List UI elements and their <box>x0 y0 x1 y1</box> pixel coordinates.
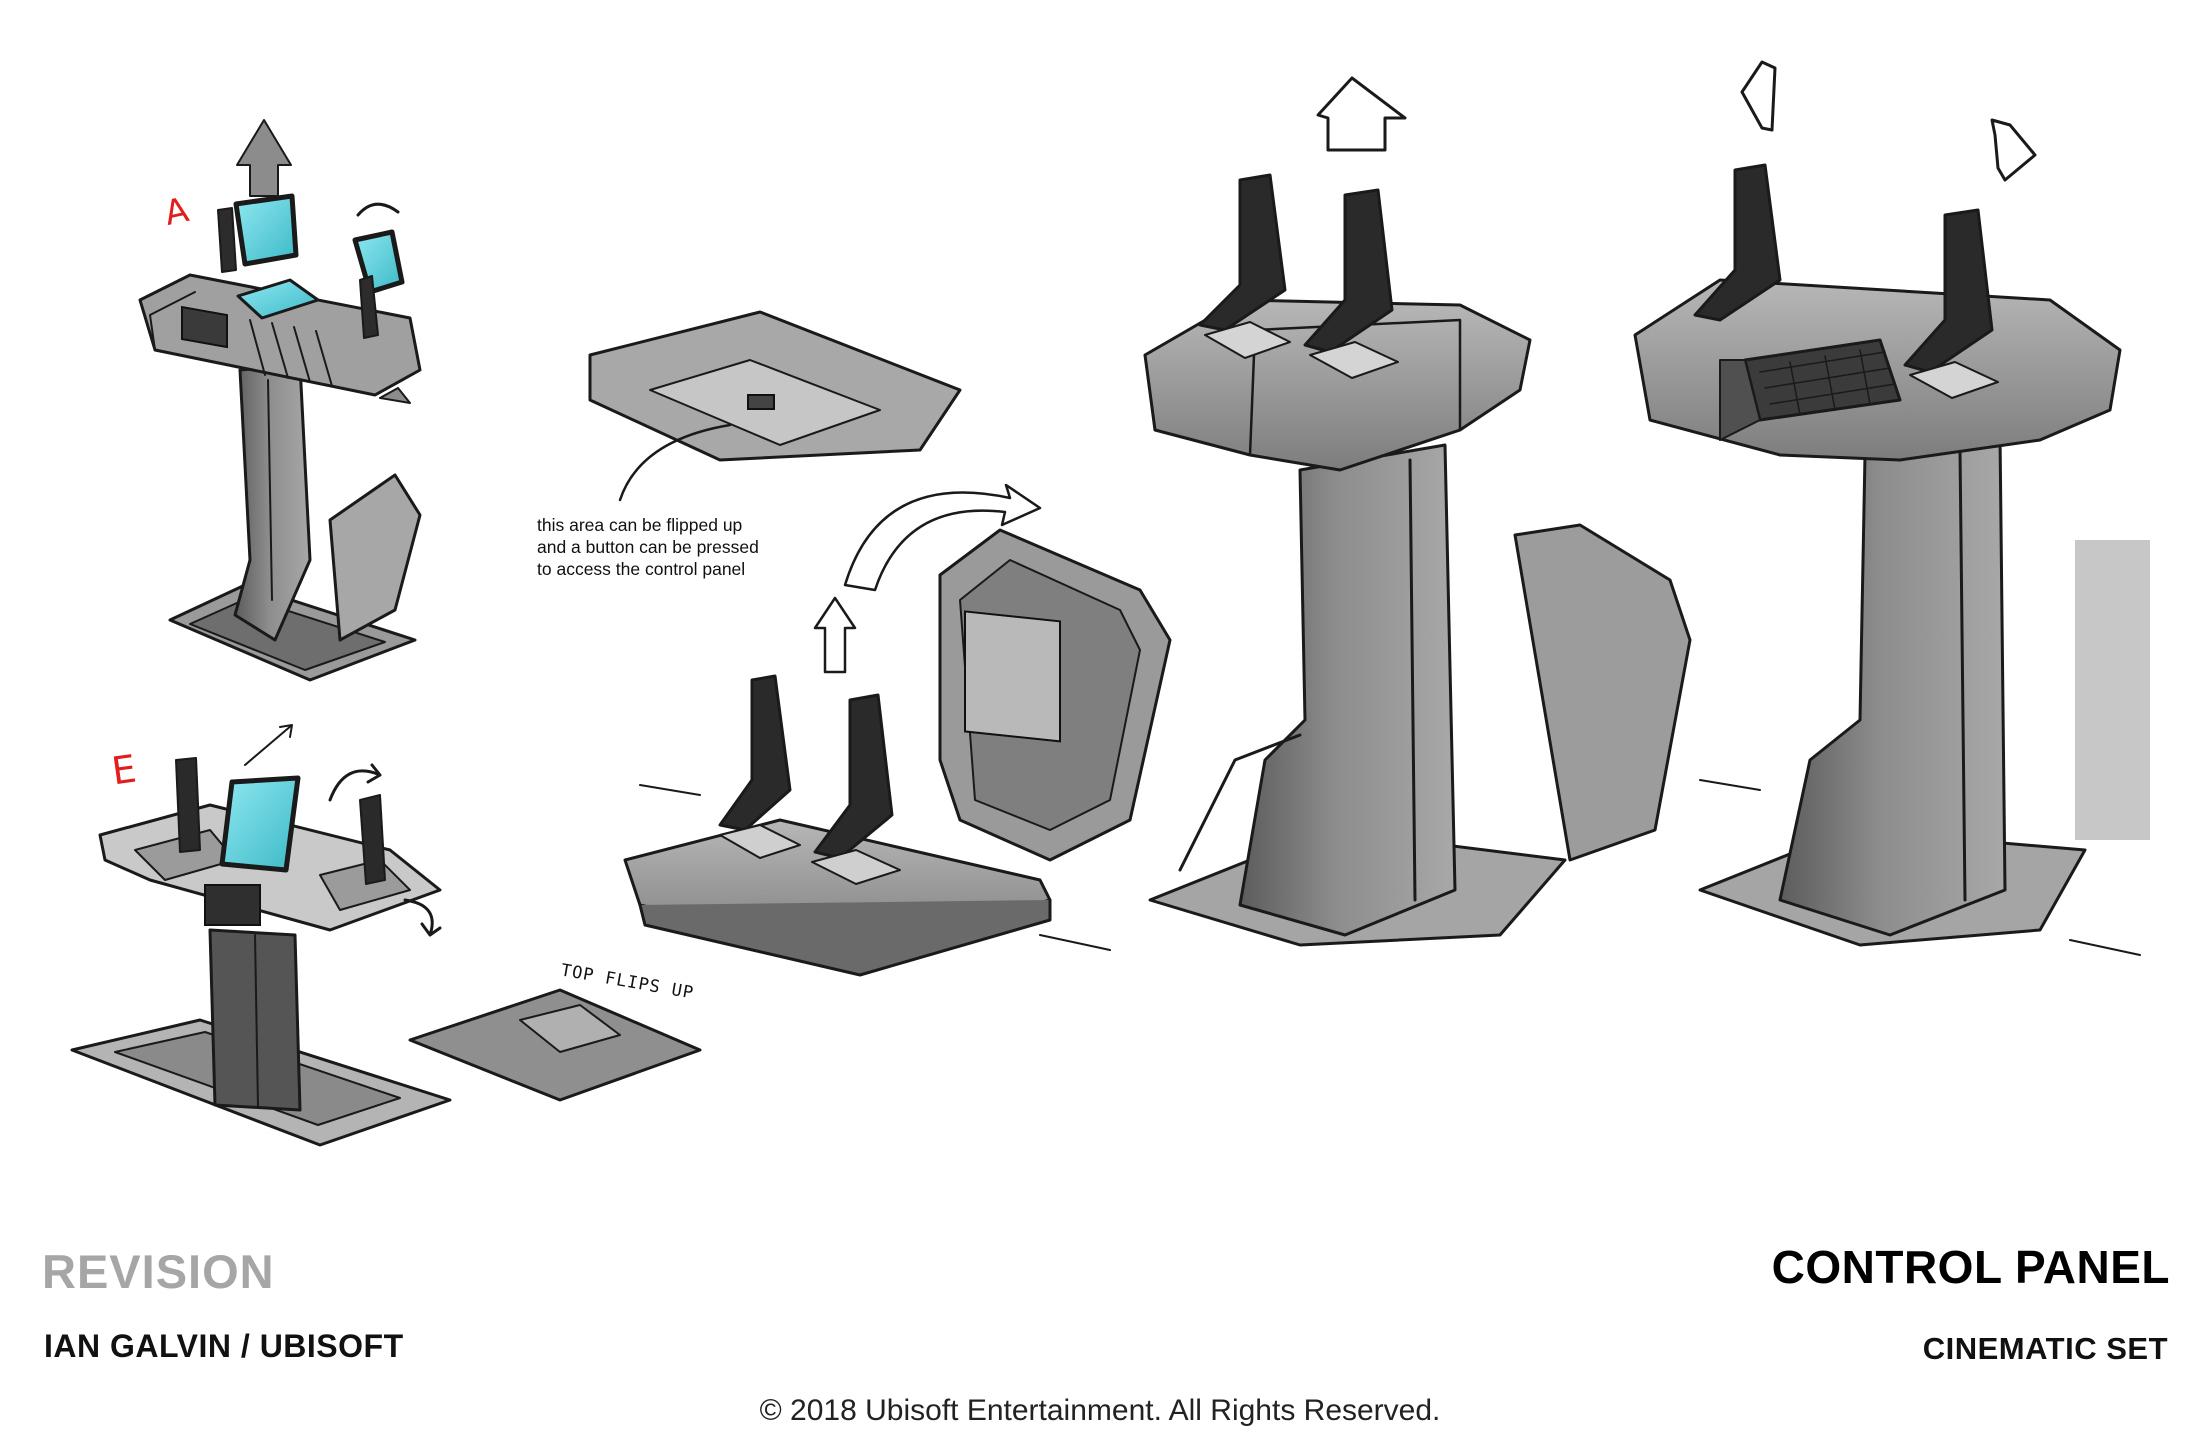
copyright-notice: © 2018 Ubisoft Entertainment. All Rights… <box>759 1394 1441 1427</box>
rotate-left-icon <box>328 763 382 802</box>
rotate-arrow-icon <box>356 202 400 217</box>
lift-arrow-icon <box>813 596 857 674</box>
up-arrow-icon <box>236 119 292 197</box>
right-arrow-outline-icon <box>1990 118 2037 182</box>
flip-annotation-line: to access the control panel <box>537 559 746 579</box>
main-screen <box>233 193 299 267</box>
variant-a-sketch <box>138 119 422 682</box>
artist-credit: IAN GALVIN / UBISOFT <box>44 1328 404 1364</box>
rotate-right-icon <box>403 898 442 937</box>
flip-annotation-line: this area can be flipped up <box>537 515 743 535</box>
pedestal-keypad <box>1633 60 2150 947</box>
revision-label: REVISION <box>42 1245 275 1298</box>
keypad-e <box>204 884 261 926</box>
flip-plate-sketch <box>408 988 702 1102</box>
center-screen <box>236 278 320 320</box>
hinged-lid-sketch <box>588 310 1172 977</box>
flip-annotation-line: and a button can be pressed <box>537 537 759 557</box>
up-arrow-outline-icon <box>1316 76 1407 152</box>
left-arrow-outline-icon <box>1740 60 1777 132</box>
variant-e-sketch <box>70 724 452 1147</box>
tablet-screen <box>219 775 301 873</box>
keypad <box>181 305 228 349</box>
page-title: CONTROL PANEL <box>1771 1241 2170 1293</box>
flip-arrow-icon <box>843 483 1042 592</box>
pedestal-dual-stick <box>1143 76 1692 947</box>
flip-annotation: this area can be flipped up and a button… <box>537 514 867 580</box>
page-subtitle: CINEMATIC SET <box>1922 1331 2168 1366</box>
